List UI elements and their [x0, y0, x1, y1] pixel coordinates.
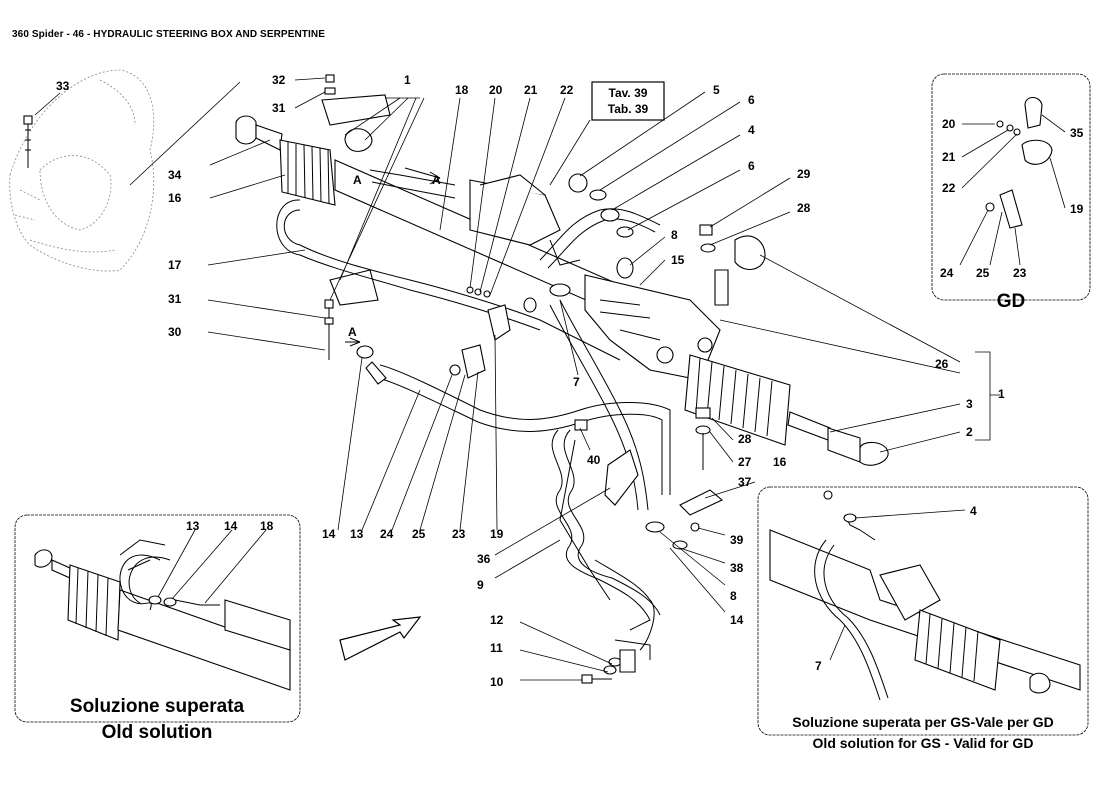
callout-4: 4	[748, 123, 755, 137]
callout-39: 39	[730, 533, 744, 547]
table-ref-line2: Tab. 39	[608, 102, 649, 116]
callout-17: 17	[168, 258, 182, 272]
callout-16: 16	[168, 191, 182, 205]
callout-5: 5	[713, 83, 720, 97]
table-reference-box: Tav. 39 Tab. 39	[591, 81, 665, 121]
old-callout-14: 14	[224, 519, 238, 533]
gd-label: GD	[997, 291, 1026, 312]
callout-23: 23	[452, 527, 466, 541]
gd-callout-24: 24	[940, 266, 954, 280]
arrow-marker-a-hose: A	[432, 173, 441, 187]
callout-8b: 8	[730, 589, 737, 603]
callout-14: 14	[730, 613, 744, 627]
direction-arrow-icon	[339, 616, 422, 661]
callout-20: 20	[489, 83, 503, 97]
arrow-marker-a-upper: A	[353, 173, 362, 187]
callout-30: 30	[168, 325, 182, 339]
arrow-marker-a-lower: A	[348, 325, 357, 339]
old-callout-18: 18	[260, 519, 274, 533]
gd-inset: 20 21 22 35 19 24 25 23 GD	[931, 73, 1091, 312]
callout-34: 34	[168, 168, 182, 182]
gd-callout-25: 25	[976, 266, 990, 280]
callout-38: 38	[730, 561, 744, 575]
callout-9: 9	[477, 578, 484, 592]
callout-29: 29	[797, 167, 811, 181]
callout-8: 8	[671, 228, 678, 242]
steering-rack-drawing	[235, 115, 889, 466]
bracket-clamp-lower	[324, 269, 379, 360]
gd-callout-23: 23	[1013, 266, 1027, 280]
callout-7: 7	[573, 375, 580, 389]
callout-18: 18	[455, 83, 469, 97]
callout-11: 11	[490, 641, 503, 655]
steering-knuckle-drawing	[9, 69, 155, 272]
old-callout-13: 13	[186, 519, 200, 533]
gs-gd-inset: 4 7 Soluzione superata per GS-Vale per G…	[757, 486, 1089, 751]
callout-19: 19	[490, 527, 504, 541]
callout-2: 2	[966, 425, 973, 439]
bracket-clamp-top	[321, 74, 391, 152]
callout-10: 10	[490, 675, 504, 689]
callout-15: 15	[671, 253, 685, 267]
callout-25: 25	[412, 527, 426, 541]
callout-24: 24	[380, 527, 394, 541]
callout-1b: 1	[998, 387, 1005, 401]
callout-6b: 6	[748, 159, 755, 173]
callout-36: 36	[477, 552, 491, 566]
callout-33: 33	[56, 79, 70, 93]
callout-13: 13	[350, 527, 364, 541]
callout-32: 32	[272, 73, 286, 87]
gd-callout-21: 21	[942, 150, 956, 164]
old-solution-line1: Soluzione superata	[70, 696, 245, 717]
callout-14b: 14	[322, 527, 336, 541]
callout-16b: 16	[773, 455, 787, 469]
gd-callout-19: 19	[1070, 202, 1084, 216]
old-solution-inset: 13 14 18 Soluzione superata Old solution	[14, 514, 422, 743]
callout-12: 12	[490, 613, 504, 627]
callout-6: 6	[748, 93, 755, 107]
bolt-33	[23, 115, 33, 168]
callout-21: 21	[524, 83, 538, 97]
small-fittings	[345, 167, 766, 684]
callout-37: 37	[738, 475, 752, 489]
gs-solution-line2: Old solution for GS - Valid for GD	[813, 735, 1034, 751]
callout-28: 28	[797, 201, 811, 215]
page-title: 360 Spider - 46 - HYDRAULIC STEERING BOX…	[12, 29, 325, 40]
hose-lines	[276, 169, 671, 660]
callout-3: 3	[966, 397, 973, 411]
callout-40: 40	[587, 453, 601, 467]
leader-lines	[34, 77, 1000, 681]
gs-callout-7: 7	[815, 659, 822, 673]
gs-callout-4: 4	[970, 504, 977, 518]
gs-solution-line1: Soluzione superata per GS-Vale per GD	[792, 714, 1053, 730]
gd-callout-22: 22	[942, 181, 956, 195]
table-ref-line1: Tav. 39	[609, 86, 648, 100]
gd-callout-35: 35	[1070, 126, 1084, 140]
old-solution-line2: Old solution	[102, 722, 213, 743]
callout-labels: 33 32 31 1 18 20 21 22 5 6 4 6 29 28 8 1…	[56, 73, 1005, 689]
gd-callout-20: 20	[942, 117, 956, 131]
callout-1: 1	[404, 73, 411, 87]
callout-31b: 31	[168, 292, 182, 306]
callout-27: 27	[738, 455, 752, 469]
callout-28b: 28	[738, 432, 752, 446]
callout-31: 31	[272, 101, 286, 115]
callout-22: 22	[560, 83, 574, 97]
callout-26: 26	[935, 357, 949, 371]
